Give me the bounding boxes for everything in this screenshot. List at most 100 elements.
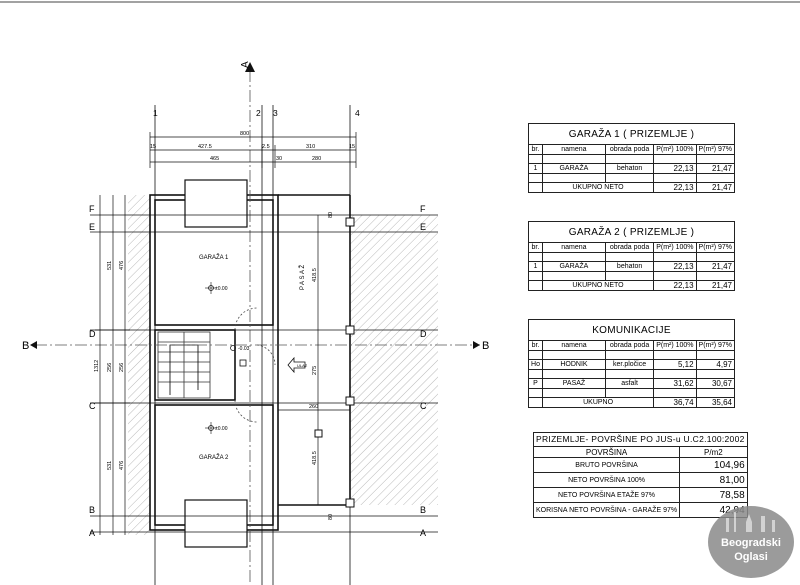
blank-cell xyxy=(653,173,697,183)
table-garage-2: GARAŽA 2 ( PRIZEMLJE ) br. namena obrada… xyxy=(528,221,736,291)
dimension-text-top: 800 15 427.5 2.5 310 15 465 30 280 xyxy=(150,131,355,162)
blank-cell xyxy=(604,252,655,262)
axis-3: 3 xyxy=(273,108,278,118)
col-header: P(m²) 100% xyxy=(653,242,697,253)
table-title: GARAŽA 2 ( PRIZEMLJE ) xyxy=(528,221,735,243)
dim-left-b1: 476 xyxy=(119,261,125,270)
blank-cell xyxy=(528,280,543,291)
table-communications: KOMUNIKACIJE br. namena obrada poda P(m²… xyxy=(528,319,736,408)
dim-left-b2: 256 xyxy=(119,363,125,372)
row-letters-left: F E D C B A xyxy=(89,204,96,538)
room-garage-2: GARAŽA 2 xyxy=(199,453,229,461)
cell-obrada: behaton xyxy=(604,261,655,272)
dim-left-a3: 531 xyxy=(107,461,113,470)
blank-cell xyxy=(695,369,736,379)
cell-namena: GARAŽA xyxy=(541,261,606,272)
col-header: obrada poda xyxy=(604,242,655,253)
stair xyxy=(157,331,211,399)
level-stair-text: -0.03 xyxy=(238,346,250,352)
blank-cell xyxy=(528,271,543,281)
level-marker-1: ±0.00 xyxy=(205,282,228,294)
blank-cell xyxy=(528,252,543,262)
cell-namena: HODNIK xyxy=(541,359,606,370)
blank-cell xyxy=(528,173,543,183)
table-row: NETO POVRŠINA 100% 81,00 xyxy=(532,472,748,488)
hatch-left xyxy=(128,195,150,535)
total-row: UKUPNO 36,74 35,64 xyxy=(528,397,736,408)
cell-p97: 21,47 xyxy=(695,163,736,174)
dim-r2-d: 310 xyxy=(306,144,315,150)
col-header: P(m²) 100% xyxy=(653,144,697,155)
section-label-left: B xyxy=(22,340,29,352)
table-row: KORISNA NETO POVRŠINA - GARAŽE 97% 42,94 xyxy=(532,502,748,518)
blank-cell xyxy=(541,154,606,164)
level-marker-2: ±0.00 xyxy=(205,422,228,434)
cell-obrada: ker.pločice xyxy=(604,359,655,370)
hatch-right xyxy=(350,215,438,505)
total-p97: 21,47 xyxy=(695,182,736,193)
row-D-right: D xyxy=(420,329,427,339)
cell-p97: 30,67 xyxy=(695,378,736,389)
columns xyxy=(314,217,355,508)
section-label-top: A xyxy=(240,61,251,68)
dim-inner-1: 418.5 xyxy=(312,268,318,282)
dimension-lines-top xyxy=(149,132,357,168)
blank-cell xyxy=(604,350,655,360)
blank-cell xyxy=(695,173,736,183)
col-header: namena xyxy=(541,340,606,351)
table-title: PRIZEMLJE- POVRŠINE PO JUS-u U.C2.100:20… xyxy=(533,432,748,447)
blank-cell xyxy=(604,154,655,164)
dim-small-bottom: 80 xyxy=(328,514,334,520)
col-header: P(m²) 97% xyxy=(695,242,736,253)
entrance-arrow-icon: ULAZ xyxy=(287,356,308,374)
dim-r3-c: 280 xyxy=(312,156,321,162)
level-2-text: ±0.00 xyxy=(215,426,228,432)
dimension-lines-left xyxy=(95,195,350,535)
level-1-text: ±0.00 xyxy=(215,286,228,292)
blank-cell xyxy=(695,154,736,164)
axis-numbers: 1 2 3 4 xyxy=(153,108,360,118)
summary-label: KORISNA NETO POVRŠINA - GARAŽE 97% xyxy=(532,502,681,518)
row-letters-right: F E D C B A xyxy=(420,204,427,538)
garage-door-top xyxy=(184,179,248,228)
blank-cell xyxy=(604,369,655,379)
total-p100: 36,74 xyxy=(653,397,697,408)
blank-cell xyxy=(695,271,736,281)
watermark-line-1: Beogradski xyxy=(721,537,781,549)
dim-260: 260 xyxy=(309,404,318,410)
blank-cell xyxy=(653,271,697,281)
table-row: 1 GARAŽA behaton 22,13 21,47 xyxy=(528,261,736,272)
table-row: P PASAŽ asfalt 31,62 30,67 xyxy=(528,378,736,389)
cell-br: Ho xyxy=(528,359,543,370)
blank-cell xyxy=(604,173,655,183)
row-A-right: A xyxy=(420,528,426,538)
blank-cell xyxy=(604,388,655,398)
blank-cell xyxy=(541,388,606,398)
blank-cell xyxy=(653,350,697,360)
dim-r3-b: 30 xyxy=(276,156,282,162)
blank-cell xyxy=(541,369,606,379)
cell-namena: PASAŽ xyxy=(541,378,606,389)
total-label: UKUPNO xyxy=(541,397,655,408)
col-header: br. xyxy=(528,144,543,155)
door-swings xyxy=(234,307,276,423)
watermark-line-2: Oglasi xyxy=(734,551,768,563)
cell-p100: 22,13 xyxy=(653,163,697,174)
blank-cell xyxy=(653,154,697,164)
cell-namena: GARAŽA xyxy=(541,163,606,174)
axis-lines-horizontal xyxy=(35,214,480,533)
dim-left-total: 1312 xyxy=(94,360,100,372)
blank-cell xyxy=(541,271,606,281)
summary-label: NETO POVRŠINA ETAŽE 97% xyxy=(532,487,681,503)
row-F-right: F xyxy=(420,204,426,214)
dim-r3-a: 465 xyxy=(210,156,219,162)
blank-cell xyxy=(528,182,543,193)
col-header: obrada poda xyxy=(604,340,655,351)
total-p97: 21,47 xyxy=(695,280,736,291)
blank-cell xyxy=(695,350,736,360)
col-header: br. xyxy=(528,340,543,351)
level-marker-stair: -0.03 xyxy=(230,345,250,367)
blank-cell xyxy=(528,397,543,408)
total-row: UKUPNO NETO 22,13 21,47 xyxy=(528,182,736,193)
col-header: namena xyxy=(541,242,606,253)
